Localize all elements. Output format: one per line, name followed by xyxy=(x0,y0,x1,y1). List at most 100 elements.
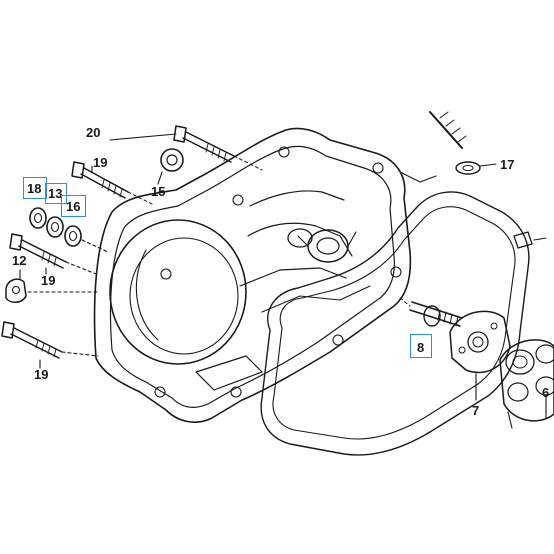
part-label-6: 6 xyxy=(542,385,550,400)
cover-rib-diagonal xyxy=(261,285,371,313)
bolt-19a-head xyxy=(71,161,85,179)
part-label-15: 15 xyxy=(151,184,166,199)
bolt-20-thread xyxy=(205,143,227,162)
bolt-19c-shaft-2 xyxy=(10,333,60,359)
cover-lower-flange xyxy=(195,355,263,391)
kick-boss-inner xyxy=(316,237,340,255)
washer-17 xyxy=(455,161,481,175)
rod-gasket-link xyxy=(399,171,437,183)
clip-12 xyxy=(5,278,27,303)
part-label-19-middle: 19 xyxy=(41,273,56,288)
bolt-20-shaft-2 xyxy=(182,137,232,163)
dowel-leader xyxy=(533,237,547,241)
bolt-20-head xyxy=(173,125,187,143)
part-label-12: 12 xyxy=(12,253,27,268)
assembly-line-c xyxy=(399,297,411,307)
clutch-bowl-shadow xyxy=(135,249,159,341)
washer-16-outer xyxy=(64,225,82,247)
bolt-19b-shaft-2 xyxy=(18,245,64,269)
part-label-8: 8 xyxy=(417,340,425,355)
washer-13-outer xyxy=(46,216,64,238)
bolt-19c-head xyxy=(1,321,15,339)
bolt-19a-shaft-2 xyxy=(80,173,126,199)
leader-part-bottom xyxy=(507,411,513,429)
bolt-19b-shaft xyxy=(21,239,67,263)
assembly-line-a xyxy=(233,155,263,171)
bolt-19a-thread xyxy=(101,179,123,198)
cover-gasket xyxy=(260,191,530,456)
bolt-19c-link xyxy=(61,351,99,357)
washer-18-outer xyxy=(29,207,47,229)
seal-15-inner xyxy=(166,154,178,166)
housing-6-ring-d xyxy=(507,382,529,402)
boss-8 xyxy=(154,386,166,398)
washer-18-inner xyxy=(33,212,43,224)
assembly-line-b xyxy=(127,191,153,205)
part-label-13: 13 xyxy=(48,186,63,201)
boss-6 xyxy=(332,334,344,346)
cable-rod xyxy=(429,111,463,149)
washer-16-inner xyxy=(68,230,78,242)
bolt-19c-thread xyxy=(35,339,57,358)
housing-6-ring-b xyxy=(535,344,554,364)
part-label-19-upper: 19 xyxy=(93,155,108,170)
cable-rod-thread xyxy=(439,111,467,143)
oil-port xyxy=(287,228,313,248)
highlight-box-18 xyxy=(23,177,47,199)
bolt-19b-link xyxy=(65,261,97,275)
cover-gasket-inner xyxy=(272,206,516,440)
seal-15-outer xyxy=(160,148,184,172)
part-label-20: 20 xyxy=(86,125,101,140)
spindle-collar xyxy=(423,305,441,327)
kick-boss-outer xyxy=(307,229,349,263)
leader-20 xyxy=(109,133,177,141)
plate-7-bolt-a xyxy=(458,346,466,354)
boss-1 xyxy=(160,268,172,280)
part-label-7: 7 xyxy=(472,403,480,418)
boss-7 xyxy=(230,386,242,398)
plate-7-hole xyxy=(467,331,489,353)
housing-6 xyxy=(499,339,554,422)
housing-6-ring-c xyxy=(535,376,554,396)
part-label-16: 16 xyxy=(66,199,81,214)
bolt-19b-thread xyxy=(41,251,57,267)
bolt-19a-shaft xyxy=(83,167,129,193)
spindle-thread xyxy=(437,309,459,327)
boss-3 xyxy=(278,146,290,158)
kick-boss-neck xyxy=(297,231,357,247)
crankcase-cover-outline xyxy=(93,127,412,423)
plate-7-hole-inner xyxy=(472,336,484,348)
plate-7 xyxy=(449,310,511,374)
part-label-18: 18 xyxy=(27,181,42,196)
highlight-box-16 xyxy=(61,195,86,217)
boss-4 xyxy=(372,162,384,174)
highlight-box-13 xyxy=(45,183,67,204)
cover-inner-rim xyxy=(109,145,395,408)
leader-17 xyxy=(479,163,497,167)
spindle-shaft xyxy=(411,301,463,319)
cover-rib-upper xyxy=(249,190,345,207)
bolt-20-shaft xyxy=(185,131,235,157)
clutch-bowl-inner xyxy=(129,237,239,355)
dowel-pin xyxy=(513,231,533,249)
clutch-bowl-rim xyxy=(109,219,247,365)
washer-17-hole xyxy=(462,165,474,171)
washer-13-inner xyxy=(50,221,60,233)
spindle-shaft-2 xyxy=(409,309,461,327)
boss-5 xyxy=(390,266,402,278)
part-label-17: 17 xyxy=(500,157,515,172)
cover-rib-middle xyxy=(247,222,353,257)
bolt-19b-head xyxy=(9,233,23,251)
part-label-19-lower: 19 xyxy=(34,367,49,382)
highlight-box-8 xyxy=(410,334,432,358)
housing-6-ring-a xyxy=(505,349,535,375)
cover-rib-lower xyxy=(239,267,347,287)
clip-12-hole xyxy=(11,285,21,295)
boss-2 xyxy=(232,194,244,206)
plate-7-bolt-b xyxy=(490,322,498,330)
housing-6-ring-a-inner xyxy=(512,355,528,369)
leader-15 xyxy=(157,171,163,185)
washer-leader-line xyxy=(81,239,109,253)
